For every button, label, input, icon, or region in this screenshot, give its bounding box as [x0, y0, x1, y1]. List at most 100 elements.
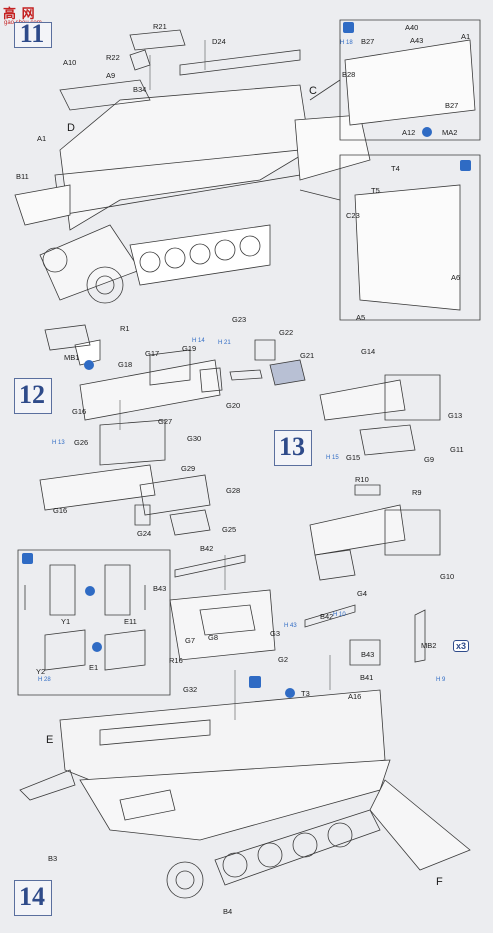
- part-label: B43: [361, 650, 375, 659]
- view-marker: C: [309, 85, 317, 97]
- part-label: A43: [410, 36, 424, 45]
- part-label: G16: [72, 407, 87, 416]
- part-label: B27: [445, 101, 459, 110]
- part-label: A10: [63, 58, 77, 67]
- step-14-box: [14, 880, 52, 916]
- step-11-box: [14, 22, 52, 48]
- part-label: T5: [371, 186, 380, 195]
- part-label: E11: [124, 617, 137, 626]
- part-label: R1: [120, 324, 130, 333]
- part-label: A6: [451, 273, 461, 282]
- paint-ref: H 18: [340, 40, 353, 46]
- paint-icon: [85, 586, 95, 596]
- part-label: G20: [226, 401, 241, 410]
- part-label: MB2: [421, 641, 437, 650]
- part-label: R16: [169, 656, 183, 665]
- part-label: Y2: [36, 667, 46, 676]
- part-label: G18: [118, 360, 133, 369]
- part-label: R21: [153, 22, 167, 31]
- part-label: G26: [74, 438, 89, 447]
- part-label: G27: [158, 417, 173, 426]
- part-label: G3: [270, 629, 281, 638]
- step-12-box: [14, 378, 52, 414]
- part-label: T3: [301, 689, 310, 698]
- part-label: A12: [402, 128, 416, 137]
- part-label: G28: [226, 486, 241, 495]
- part-label: G17: [145, 349, 160, 358]
- paint-ref: H 15: [326, 455, 339, 461]
- watermark-title: 高 网: [3, 6, 36, 21]
- view-marker: D: [67, 122, 75, 134]
- paint-ref: H 9: [436, 677, 446, 683]
- part-label: B41: [360, 673, 374, 682]
- part-label: B42: [320, 612, 334, 621]
- part-label: A1: [37, 134, 47, 143]
- part-label: G2: [278, 655, 289, 664]
- part-label: C23: [346, 211, 360, 220]
- part-label: D24: [212, 37, 226, 46]
- part-label: G7: [185, 636, 196, 645]
- part-label: G16: [53, 506, 68, 515]
- part-label: G9: [424, 455, 435, 464]
- part-label: G30: [187, 434, 202, 443]
- paint-ref: H 21: [218, 340, 231, 346]
- part-label: T4: [391, 164, 400, 173]
- part-label: R9: [412, 488, 422, 497]
- paint-icon: [84, 360, 94, 370]
- cement-icon: [460, 160, 471, 171]
- step-number-11: 11: [19, 19, 45, 48]
- part-label: A40: [405, 23, 419, 32]
- part-label: G23: [232, 315, 247, 324]
- paint-ref: H 28: [38, 677, 51, 683]
- part-label: MA2: [442, 128, 458, 137]
- part-label: G29: [181, 464, 196, 473]
- part-label: G32: [183, 685, 198, 694]
- paint-ref: H 43: [284, 623, 297, 629]
- part-label: E1: [89, 663, 99, 672]
- step-number-14: 14: [19, 882, 45, 911]
- part-label: Y1: [61, 617, 71, 626]
- part-label: G15: [346, 453, 361, 462]
- paint-icon: [422, 127, 432, 137]
- paint-icon: [92, 642, 102, 652]
- part-label: G13: [448, 411, 463, 420]
- paint-icon: [285, 688, 295, 698]
- step-13-box: [274, 430, 312, 466]
- part-label: G21: [300, 351, 315, 360]
- part-label: B11: [16, 172, 29, 181]
- part-label: G22: [279, 328, 294, 337]
- paint-a-icon: [249, 676, 261, 688]
- part-label: A16: [348, 692, 362, 701]
- part-label: B4: [223, 907, 233, 916]
- part-label: G10: [440, 572, 455, 581]
- quantity-multiplier: x3: [453, 640, 470, 652]
- paint-ref: H 14: [192, 338, 205, 344]
- paint-ref: H 13: [52, 440, 65, 446]
- part-label: R22: [106, 53, 120, 62]
- view-marker: E: [46, 734, 54, 746]
- part-label: G4: [357, 589, 368, 598]
- part-label: A5: [356, 313, 366, 322]
- part-label: A9: [106, 71, 116, 80]
- view-marker: F: [436, 876, 443, 888]
- cement-icon: [22, 553, 33, 564]
- part-label: B34: [133, 85, 147, 94]
- part-label: G24: [137, 529, 152, 538]
- part-label: B28: [342, 70, 356, 79]
- part-label: R10: [355, 475, 369, 484]
- part-label: B3: [48, 854, 58, 863]
- paint-ref: H 10: [333, 612, 346, 618]
- part-label: B27: [361, 37, 375, 46]
- part-label: B42: [200, 544, 214, 553]
- part-label: G8: [208, 633, 219, 642]
- part-label: G11: [450, 445, 464, 454]
- part-label: MB1: [64, 353, 80, 362]
- cement-icon: [343, 22, 354, 33]
- part-label: A1: [461, 32, 471, 41]
- part-label: G14: [361, 347, 376, 356]
- step-number-13: 13: [279, 432, 305, 461]
- part-label: G19: [182, 344, 197, 353]
- step-number-12: 12: [19, 380, 45, 409]
